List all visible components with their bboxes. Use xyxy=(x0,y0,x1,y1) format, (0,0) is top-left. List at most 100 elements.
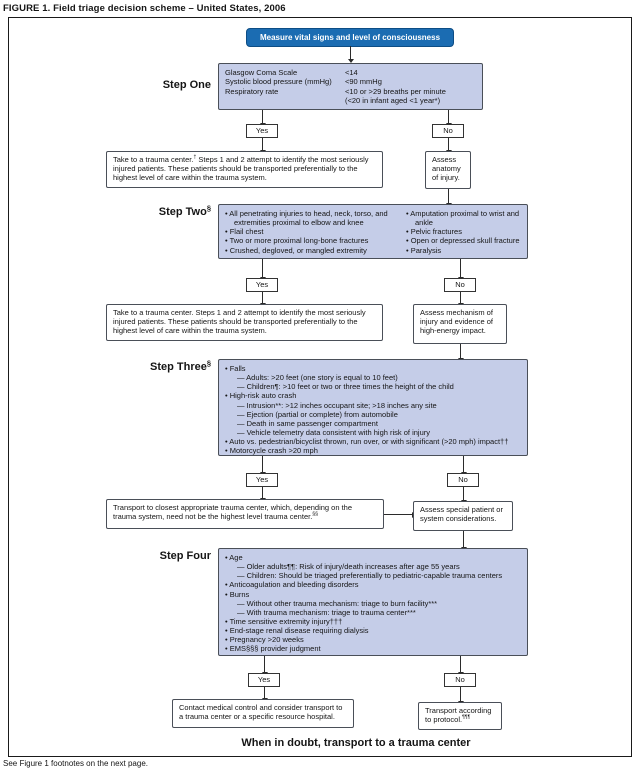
footnote-marker: ¶¶¶ xyxy=(462,714,471,721)
flow-arrow xyxy=(460,456,467,476)
step-four-label-text: Step Four xyxy=(159,550,211,562)
flow-arrow xyxy=(460,487,467,504)
list-item: • Two or more proximal long-bone fractur… xyxy=(225,236,369,246)
action-text: Steps 1 and 2 attempt to identify the mo… xyxy=(113,155,369,183)
step-two-label-text: Step Two xyxy=(158,206,207,218)
criterion-value: <14 xyxy=(345,68,358,77)
flow-arrow xyxy=(259,456,266,476)
step-two-criteria-box: • All penetrating injuries to head, neck… xyxy=(218,204,528,259)
footnote-reference: See Figure 1 footnotes on the next page. xyxy=(3,759,148,768)
flow-arrow xyxy=(259,292,266,307)
list-item: • Pregnancy >20 weeks xyxy=(225,635,304,645)
step-one-label-text: Step One xyxy=(162,79,211,91)
list-item: — Children: Should be triaged preferenti… xyxy=(237,571,503,581)
step-three-label: Step Three§ xyxy=(41,358,211,373)
list-item: • Pelvic fractures xyxy=(406,227,462,237)
footnote-marker: § xyxy=(206,358,211,368)
flow-arrow xyxy=(259,487,266,502)
step2-yes-action-box: Take to a trauma center. Steps 1 and 2 a… xyxy=(106,304,383,341)
list-item: • Paralysis xyxy=(406,245,442,255)
flow-arrow xyxy=(445,189,452,207)
yes-box-step1: Yes xyxy=(246,124,278,138)
list-item: • Flail chest xyxy=(225,227,264,237)
no-box-step2: No xyxy=(444,278,476,292)
list-item: • Motorcycle crash >20 mph xyxy=(225,446,318,456)
flow-arrow xyxy=(259,110,266,127)
list-item: — Intrusion**: >12 inches occupant site;… xyxy=(237,400,437,410)
step-two-label: Step Two§ xyxy=(41,203,211,218)
footnote-marker: † xyxy=(193,154,197,161)
list-item: • Anticoagulation and bleeding disorders xyxy=(225,580,359,590)
flow-arrow xyxy=(457,687,464,705)
flow-arrow xyxy=(457,292,464,307)
list-item: — With trauma mechanism: triage to traum… xyxy=(237,607,416,617)
criterion-name: Glasgow Coma Scale xyxy=(225,68,298,77)
flow-arrow xyxy=(261,687,268,702)
flow-arrow xyxy=(259,259,266,281)
list-item: — Without other trauma mechanism: triage… xyxy=(237,598,438,608)
flow-arrow xyxy=(445,138,452,154)
yes-box-step2: Yes xyxy=(246,278,278,292)
step-one-criteria-box: Glasgow Coma Scale <14 Systolic blood pre… xyxy=(218,63,483,110)
action-text: Transport to closest appropriate trauma … xyxy=(113,503,353,522)
action-text: Take to a trauma center. xyxy=(113,155,194,164)
flow-arrow xyxy=(261,656,268,676)
list-item: • Amputation proximal to wrist and ankle xyxy=(406,209,520,228)
criterion-value: <10 or >29 breaths per minute xyxy=(345,86,446,96)
list-item: — Ejection (partial or complete) from au… xyxy=(237,409,398,419)
list-item: — Vehicle telemetry data consistent with… xyxy=(237,427,431,437)
footnote-marker: § xyxy=(206,203,211,213)
bottom-banner: When in doubt, transport to a trauma cen… xyxy=(241,737,471,749)
list-item: • Crushed, degloved, or mangled extremit… xyxy=(225,245,367,255)
list-item: • Open or depressed skull fracture xyxy=(406,236,520,246)
criterion-value: <90 mmHg xyxy=(345,77,382,87)
step-three-label-text: Step Three xyxy=(149,361,207,373)
step-four-criteria-box: • Age — Older adults¶¶: Risk of injury/d… xyxy=(218,548,528,656)
step2-no-action-box: Assess mechanism of injury and evidence … xyxy=(413,304,507,344)
criterion-name: Systolic blood pressure (mmHg) xyxy=(225,77,332,87)
flow-arrow xyxy=(460,531,467,551)
list-item: • High-risk auto crash xyxy=(225,391,297,401)
flow-arrow xyxy=(347,46,354,63)
list-item: • Burns xyxy=(225,589,250,599)
flow-arrow xyxy=(457,656,464,676)
no-box-step1: No xyxy=(432,124,464,138)
flow-arrow xyxy=(457,259,464,281)
start-node: Measure vital signs and level of conscio… xyxy=(246,28,454,47)
list-item: • End-stage renal disease requiring dial… xyxy=(225,626,369,636)
step-three-criteria-box: • Falls — Adults: >20 feet (one story is… xyxy=(218,359,528,456)
criterion-value: (<20 in infant aged <1 year*) xyxy=(345,96,441,106)
list-item: • Age xyxy=(225,553,243,562)
action-text: Transport according to protocol. xyxy=(425,706,492,725)
criterion-name xyxy=(225,96,345,105)
figure-title: FIGURE 1. Field triage decision scheme –… xyxy=(3,3,286,14)
list-item: • Auto vs. pedestrian/bicyclist thrown, … xyxy=(225,437,509,447)
step-four-label: Step Four xyxy=(41,550,211,562)
footnote-marker: §§ xyxy=(312,511,318,518)
flow-arrow xyxy=(457,344,464,362)
list-item: • All penetrating injuries to head, neck… xyxy=(225,209,388,228)
no-box-step3: No xyxy=(447,473,479,487)
flow-arrow xyxy=(445,110,452,127)
flow-arrow xyxy=(259,138,266,154)
step1-no-action-box: Assess anatomy of injury. xyxy=(425,151,471,189)
step4-yes-action-box: Contact medical control and consider tra… xyxy=(172,699,354,728)
no-box-step4: No xyxy=(444,673,476,687)
list-item: • EMS§§§ provider judgment xyxy=(225,644,321,654)
list-item: — Children¶: >10 feet or two or three ti… xyxy=(237,382,454,392)
step3-yes-action-box: Transport to closest appropriate trauma … xyxy=(106,499,384,529)
yes-box-step3: Yes xyxy=(246,473,278,487)
step3-no-action-box: Assess special patient or system conside… xyxy=(413,501,513,531)
yes-box-step4: Yes xyxy=(248,673,280,687)
flow-arrow-right xyxy=(384,511,416,518)
step-one-label: Step One xyxy=(41,79,211,91)
flowchart-frame: Measure vital signs and level of conscio… xyxy=(8,17,632,757)
list-item: — Older adults¶¶: Risk of injury/death i… xyxy=(237,562,460,572)
criterion-name: Respiratory rate xyxy=(225,86,279,96)
list-item: — Death in same passenger compartment xyxy=(237,418,378,428)
list-item: • Time sensitive extremity injury††† xyxy=(225,616,343,626)
step4-no-action-box: Transport according to protocol.¶¶¶ xyxy=(418,702,502,730)
list-item: — Adults: >20 feet (one story is equal t… xyxy=(237,373,398,383)
list-item: • Falls xyxy=(225,364,246,373)
step1-yes-action-box: Take to a trauma center.† Steps 1 and 2 … xyxy=(106,151,383,188)
